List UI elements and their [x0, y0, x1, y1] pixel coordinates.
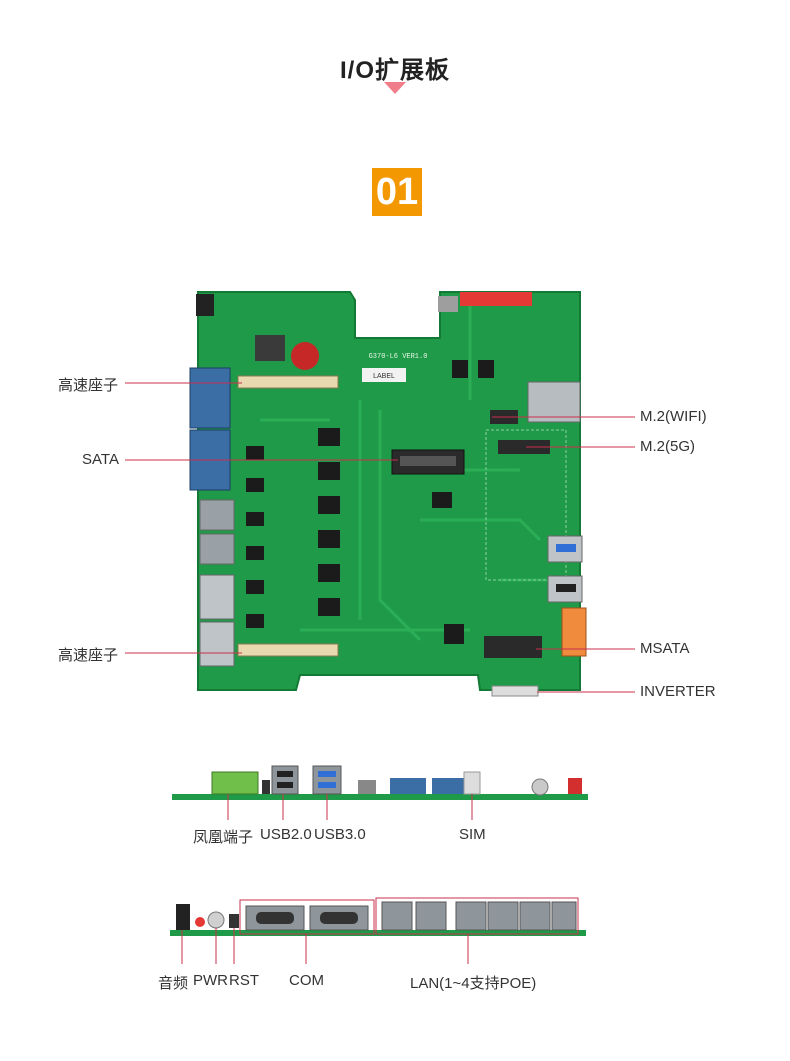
label-usb2: USB2.0: [260, 826, 312, 843]
label-audio: 音频: [158, 975, 189, 992]
lan-port-3: [199, 574, 235, 620]
label-lan: LAN(1~4支持POE): [410, 975, 537, 992]
lan-port-2: [199, 533, 235, 565]
callout-high-speed-connector-top: 高速座子: [58, 377, 119, 394]
db9-connector-1: [189, 367, 231, 429]
board-label-text: LABEL: [373, 373, 395, 380]
callout-high-speed-connector-bottom: 高速座子: [58, 647, 119, 664]
callout-lines: [125, 382, 635, 693]
high-speed-connector-bottom: [237, 643, 339, 657]
page-title: I/O扩展板: [339, 57, 450, 84]
inverter-connector: [491, 685, 539, 697]
callout-inverter: INVERTER: [640, 683, 716, 700]
reset-button: [229, 914, 239, 928]
callout-m2-5g: M.2(5G): [640, 438, 696, 455]
side-view-1: [172, 765, 588, 800]
sim-slot: [527, 381, 581, 423]
phoenix-terminal: [561, 607, 587, 657]
board-label: [362, 368, 406, 382]
msata-slot: [484, 636, 542, 658]
m2-5g-slot: [498, 440, 550, 454]
lan-side-6: [551, 901, 577, 931]
usb3-side: [312, 765, 342, 795]
side-view-2: [170, 897, 586, 936]
lan-side-5: [519, 901, 551, 931]
phoenix-terminal-side: [211, 771, 259, 795]
lan-side-4: [487, 901, 519, 931]
label-usb3: USB3.0: [314, 826, 366, 843]
lan-side-2: [415, 901, 447, 931]
label-com: COM: [289, 972, 324, 989]
power-button: [207, 911, 225, 929]
callout-sata: SATA: [82, 451, 119, 468]
high-speed-connector-top: [237, 375, 339, 389]
audio-jack: [176, 904, 190, 930]
board-silkscreen: G370-L6 VER1.0: [369, 353, 428, 361]
lan-side-3: [455, 901, 487, 931]
section-number-badge: 01: [372, 168, 422, 216]
label-pwr: PWR: [193, 972, 228, 989]
pcb-board: [197, 291, 581, 691]
label-sim: SIM: [459, 826, 486, 843]
label-rst: RST: [229, 972, 259, 989]
lan-port-4: [199, 621, 235, 667]
usb2-side: [271, 765, 299, 795]
callout-m2-wifi: M.2(WIFI): [640, 408, 707, 425]
red-pin-header: [460, 292, 532, 306]
down-arrow-icon: [384, 82, 406, 94]
ic-chips: [246, 360, 494, 644]
callout-msata: MSATA: [640, 640, 690, 657]
label-phoenix-terminal: 凤凰端子: [193, 829, 254, 846]
sim-side: [463, 771, 481, 795]
lan-side-1: [381, 901, 413, 931]
lan-port-1: [199, 499, 235, 531]
